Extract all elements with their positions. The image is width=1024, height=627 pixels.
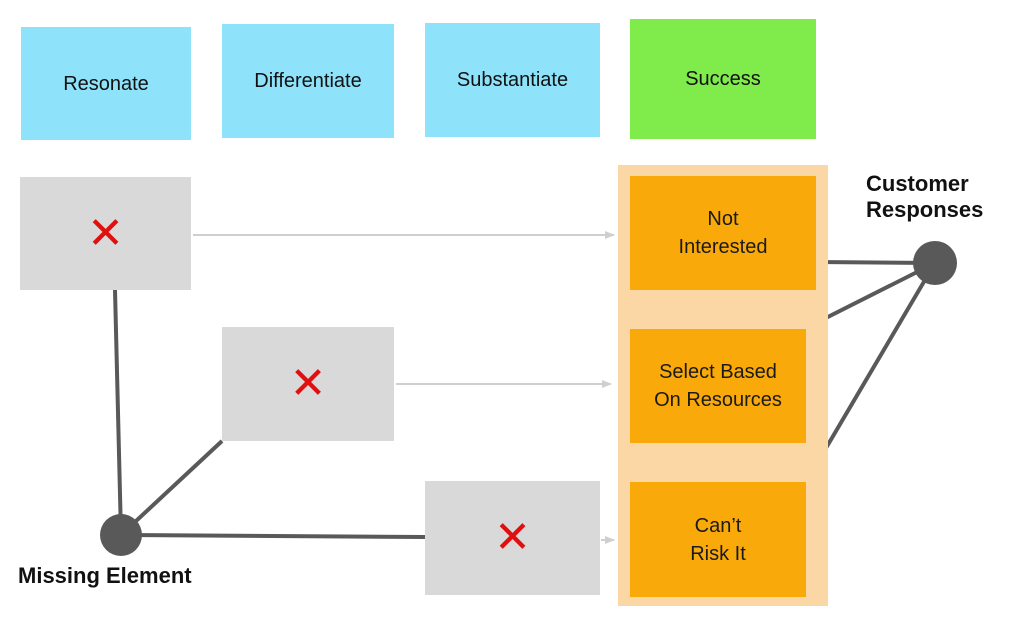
stage-resonate: Resonate	[21, 27, 191, 140]
stage-substantiate: Substantiate	[425, 23, 600, 137]
stage-differentiate: Differentiate	[222, 24, 394, 138]
response-not-interested-line2: Interested	[678, 236, 768, 258]
customer-responses-node	[913, 241, 957, 285]
missing-box-differentiate: ✕	[222, 327, 394, 441]
x-mark-icon: ✕	[289, 359, 327, 408]
missing-link-substantiate	[120, 533, 426, 539]
response-not-interested: Not Interested	[630, 176, 816, 290]
x-mark-icon: ✕	[87, 208, 124, 258]
stage-success: Success	[630, 19, 816, 139]
missing-link-differentiate	[119, 439, 224, 537]
response-cant-risk: Can’t Risk It	[630, 482, 806, 597]
stage-substantiate-label: Substantiate	[456, 69, 569, 91]
customer-responses-line1: Customer	[866, 171, 969, 196]
customer-responses-label: Customer Responses	[866, 171, 983, 223]
missing-element-label-text: Missing Element	[18, 563, 192, 588]
x-mark-icon: ✕	[494, 513, 531, 562]
missing-box-substantiate: ✕	[425, 481, 600, 595]
missing-element-node	[100, 514, 142, 556]
missing-link-resonate	[113, 289, 123, 536]
customer-responses-line2: Responses	[866, 197, 984, 222]
missing-box-resonate: ✕	[20, 177, 191, 290]
stage-resonate-label: Resonate	[63, 72, 149, 95]
response-cant-risk-line2: Risk It	[690, 542, 746, 565]
missing-element-label: Missing Element	[18, 563, 192, 589]
response-cant-risk-line1: Can’t	[694, 514, 742, 537]
response-not-interested-line1: Not	[707, 208, 739, 230]
stage-success-label: Success	[685, 68, 761, 90]
response-select-based-line2: On Resources	[654, 389, 782, 411]
response-select-based: Select Based On Resources	[630, 329, 806, 443]
response-select-based-line1: Select Based	[659, 361, 777, 383]
stage-differentiate-label: Differentiate	[254, 70, 362, 92]
